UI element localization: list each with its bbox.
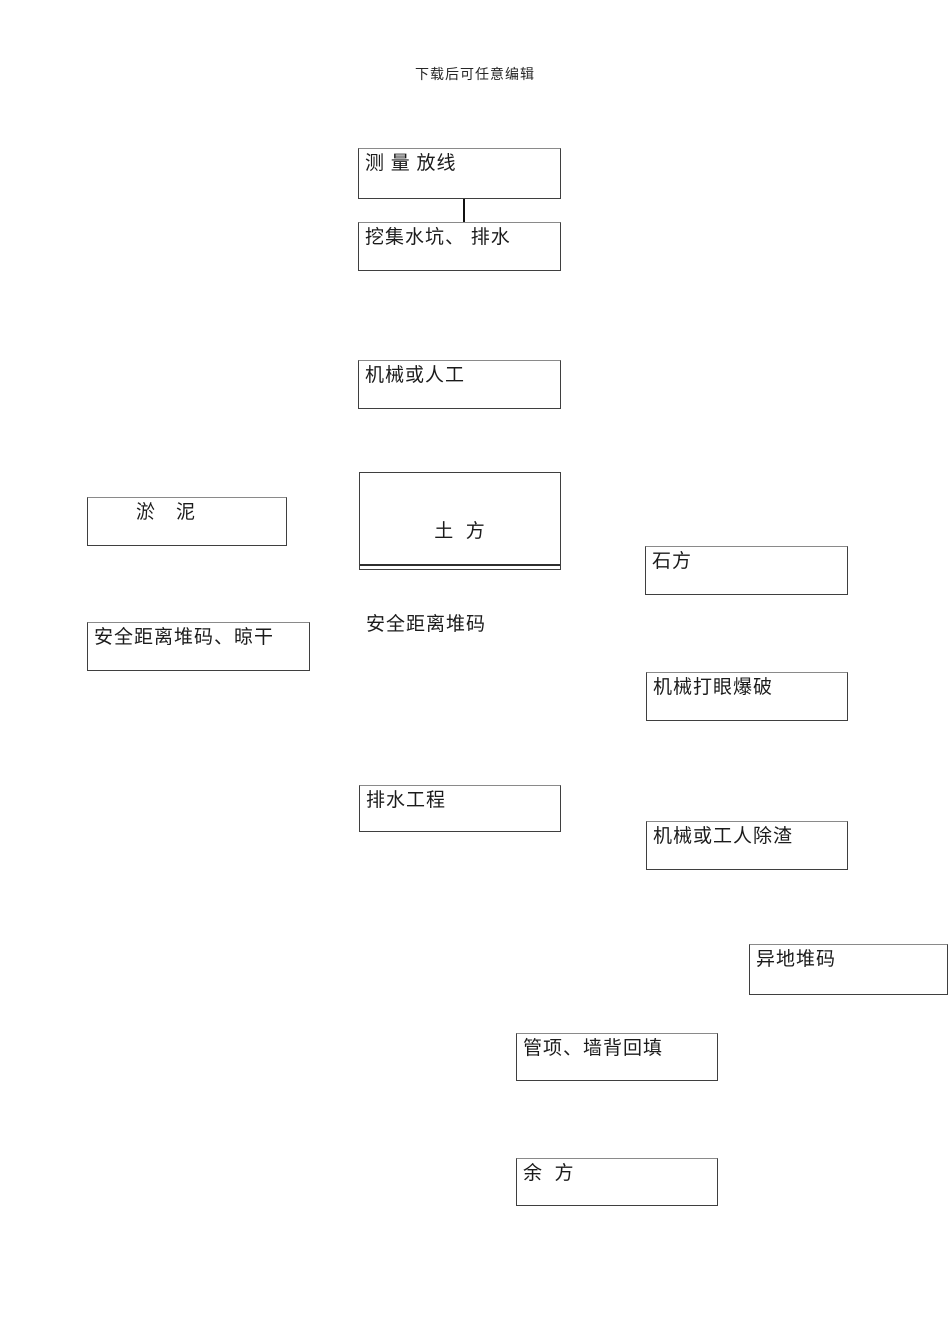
watermark-text: 下载后可任意编辑 [415, 68, 535, 83]
flow-node-safe-distance-stack: 安全距离堆码 [366, 614, 487, 635]
flow-node-drainage-works: 排水工程 [359, 785, 561, 832]
flow-node-offsite-stack: 异地堆码 [749, 944, 948, 995]
flow-node-silt: 淤 泥 [87, 497, 287, 546]
flow-node-survey: 测 量 放线 [358, 148, 561, 199]
flow-node-earthwork: 土 方 [360, 517, 560, 566]
flow-node-rock: 石方 [645, 546, 848, 595]
flow-node-backfill: 管项、墙背回填 [516, 1033, 718, 1081]
flow-node-dig-sump-drain: 挖集水坑、 排水 [358, 222, 561, 271]
flow-node-machine-or-manual: 机械或人工 [358, 360, 561, 409]
flow-node-safe-stack-dry: 安全距离堆码、晾干 [87, 622, 310, 671]
arrow-shaft [463, 199, 465, 240]
flow-node-drill-blast: 机械打眼爆破 [646, 672, 848, 721]
flow-node-slag-removal: 机械或工人除渣 [646, 821, 848, 870]
flow-node-surplus: 余 方 [516, 1158, 718, 1206]
flow-node-earthwork-group: 土 方 安全距离堆码 [359, 472, 561, 635]
